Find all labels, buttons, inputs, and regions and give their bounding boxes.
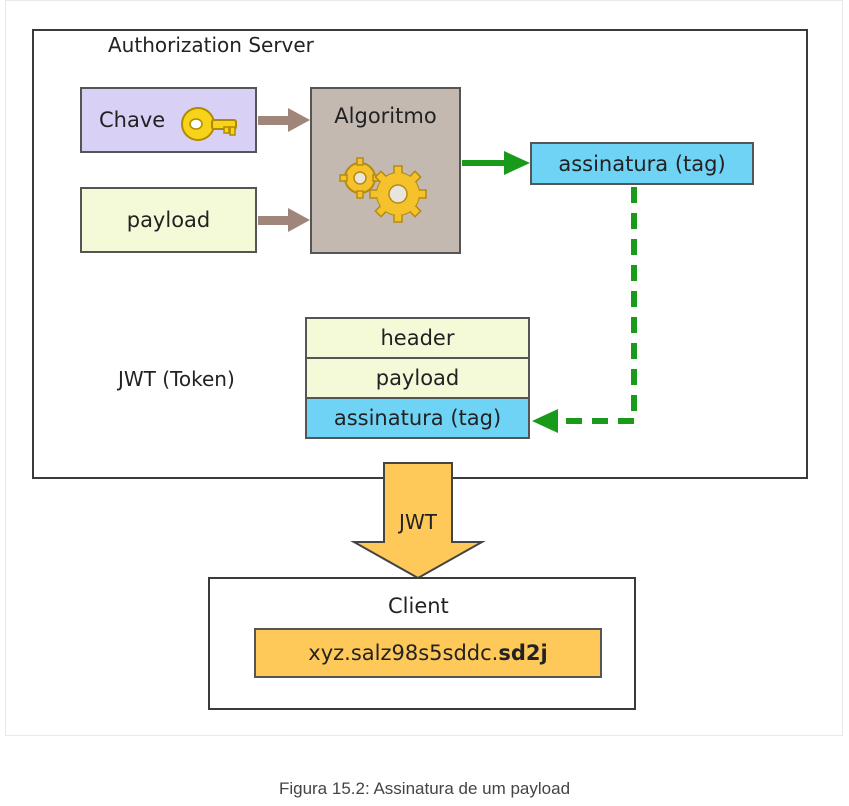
jwt-payload-label: payload xyxy=(375,366,460,390)
signature-node: assinatura (tag) xyxy=(530,142,754,185)
key-to-algorithm-arrow xyxy=(258,108,310,132)
jwt-token-value: xyz.salz98s5sddc.sd2j xyxy=(254,628,602,678)
algorithm-label: Algoritmo xyxy=(334,104,437,128)
signature-to-jwt-dashed-arrow xyxy=(532,187,637,433)
payload-to-algorithm-arrow xyxy=(258,208,310,232)
key-label: Chave xyxy=(99,108,166,132)
client-title: Client xyxy=(388,594,449,618)
jwt-arrow-label: JWT xyxy=(399,510,437,534)
token-signature-part: sd2j xyxy=(498,641,548,665)
key-icon xyxy=(181,107,237,141)
payload-label: payload xyxy=(126,208,211,232)
authorization-server-title: Authorization Server xyxy=(108,33,314,57)
payload-node: payload xyxy=(80,187,257,253)
token-plain-part: xyz.salz98s5sddc. xyxy=(308,641,499,665)
gears-icon xyxy=(339,157,427,223)
jwt-token-stack: header payload assinatura (tag) xyxy=(305,317,530,439)
algorithm-node: Algoritmo xyxy=(310,87,461,254)
jwt-signature-label: assinatura (tag) xyxy=(333,406,502,430)
jwt-transfer-arrow xyxy=(350,462,486,580)
signature-label: assinatura (tag) xyxy=(558,151,726,176)
algorithm-to-signature-arrow xyxy=(462,151,530,175)
figure-caption: Figura 15.2: Assinatura de um payload xyxy=(278,779,571,798)
key-node: Chave xyxy=(80,87,257,153)
jwt-token-label: JWT (Token) xyxy=(118,367,235,391)
jwt-signature-row: assinatura (tag) xyxy=(305,397,530,439)
jwt-header-label: header xyxy=(380,326,455,350)
